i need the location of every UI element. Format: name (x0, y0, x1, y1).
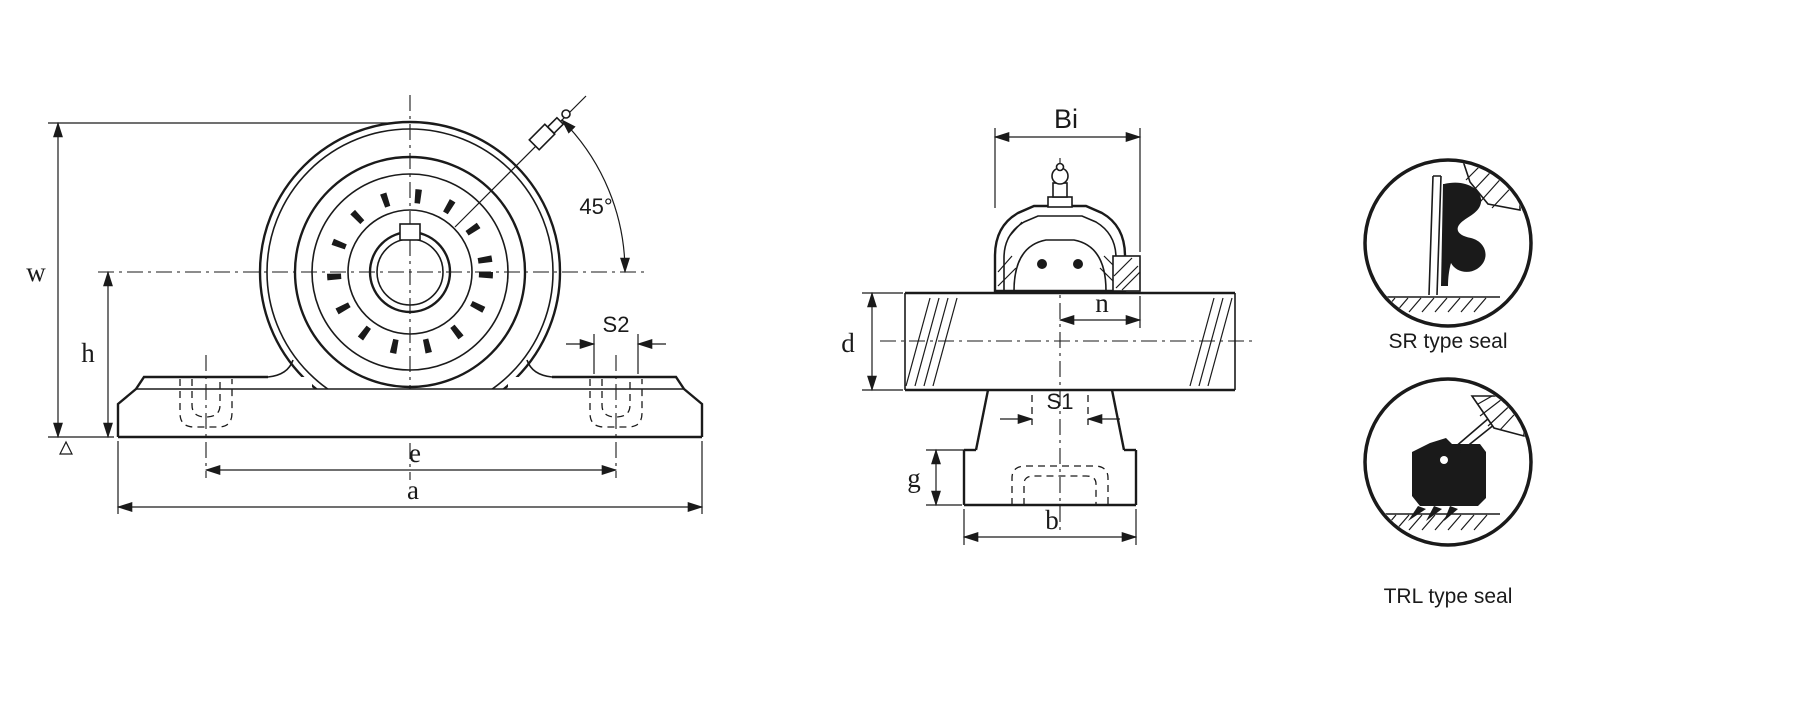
side-view-pillow-block: Bi n d (841, 104, 1255, 545)
dimension-n (1058, 296, 1142, 328)
dim-label-e: e (409, 438, 421, 468)
sr-detail-circle (1363, 158, 1533, 328)
shaft-break-hatch-left (905, 297, 958, 387)
bolt-slot-right (589, 355, 643, 478)
dimension-d (862, 291, 903, 392)
dim-label-h: h (81, 338, 95, 368)
shaft (904, 291, 1236, 392)
angle-dimension-arc (561, 119, 630, 274)
bearing-outer-race (293, 155, 527, 389)
sr-seal-label: SR type seal (1388, 330, 1507, 353)
dimension-s2 (566, 334, 666, 374)
grease-nipple-side (1047, 162, 1073, 208)
shaft-break-hatch-right (1189, 297, 1233, 387)
dim-label-b: b (1045, 505, 1059, 535)
base-outline (116, 359, 704, 439)
dim-label-s2: S2 (603, 312, 630, 337)
front-view-pillow-block: 45° w h S2 e a (26, 95, 704, 514)
dim-label-g: g (907, 463, 921, 493)
lock-washer-teeth (327, 189, 493, 355)
adapter-sleeve-circle (347, 209, 473, 335)
angle-45-label: 45° (579, 194, 612, 219)
grease-fitting (454, 95, 587, 228)
dim-label-d: d (841, 328, 855, 358)
dimension-b (962, 509, 1138, 545)
dim-label-s1: S1 (1047, 389, 1074, 414)
dim-label-a: a (407, 475, 419, 505)
dimension-g (926, 448, 974, 507)
sr-rubber-seal-profile (1441, 182, 1486, 286)
sr-slinger-plate (1428, 175, 1442, 296)
dimension-w (48, 121, 395, 455)
base-fill (116, 377, 704, 438)
keyway-notch (399, 223, 421, 241)
trl-rubber-seal-profile (1412, 438, 1486, 506)
dim-label-w: w (26, 257, 46, 287)
trl-detail-circle (1363, 377, 1533, 547)
trl-seal-label: TRL type seal (1384, 585, 1513, 608)
housing-cross-section (993, 204, 1141, 293)
set-screw-block (1112, 255, 1141, 292)
trl-seal-detail (1363, 377, 1533, 547)
dim-label-bi: Bi (1054, 104, 1078, 134)
bearing-race-line (311, 173, 509, 371)
dim-label-n: n (1095, 288, 1109, 318)
sr-seal-detail (1363, 158, 1533, 328)
dimension-bi (993, 128, 1142, 252)
dimension-a (116, 441, 704, 514)
bolt-slot-left (179, 355, 233, 478)
